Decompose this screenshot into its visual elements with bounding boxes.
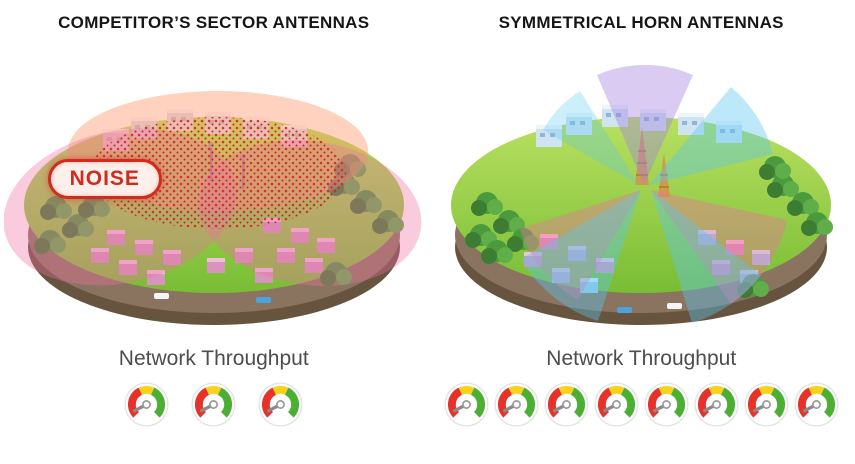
vehicle-icons — [617, 303, 683, 313]
throughput-gauge-icon — [644, 382, 689, 427]
throughput-label-symmetrical: Network Throughput — [546, 347, 737, 370]
throughput-gauge-icon — [794, 382, 839, 427]
panel-symmetrical: SYMMETRICAL HORN ANTENNAS — [428, 0, 855, 464]
throughput-gauge-icon — [258, 382, 303, 427]
island-illustration-symmetrical — [451, 64, 834, 325]
throughput-gauge-icon — [694, 382, 739, 427]
beam-purple-up — [597, 64, 694, 185]
vehicle-icons — [153, 293, 271, 303]
interference-noise-dots — [89, 117, 346, 229]
beam-blue-upper-right — [649, 87, 774, 185]
panel-title-symmetrical: SYMMETRICAL HORN ANTENNAS — [498, 13, 784, 32]
beam-pink-lower-left — [520, 190, 642, 300]
beam-blue-lower-right — [651, 190, 762, 323]
panel-title-competitor: COMPETITOR’S SECTOR ANTENNAS — [58, 13, 370, 32]
throughput-gauge-icon — [494, 382, 539, 427]
beam-pink-lower-right — [651, 190, 788, 304]
throughput-label-competitor: Network Throughput — [118, 347, 309, 370]
throughput-gauge-icon — [191, 382, 236, 427]
throughput-gauge-icon — [744, 382, 789, 427]
gauge-row-symmetrical — [444, 382, 839, 427]
horn-antenna-towers — [635, 127, 671, 197]
island-competitor: NOISE — [3, 35, 424, 335]
gauge-row-competitor — [124, 382, 303, 427]
panel-competitor: COMPETITOR’S SECTOR ANTENNAS — [3, 13, 424, 427]
beam-blue-upper-left — [543, 91, 640, 185]
throughput-gauge-icon — [544, 382, 589, 427]
noise-badge: NOISE — [47, 159, 162, 199]
beam-blue-lower-left — [521, 190, 642, 321]
island-base — [451, 117, 832, 325]
throughput-gauge-icon — [594, 382, 639, 427]
throughput-gauge-icon — [444, 382, 489, 427]
noise-label: NOISE — [69, 167, 140, 190]
island-symmetrical — [431, 35, 851, 335]
horn-beam-overlays — [520, 64, 788, 323]
throughput-gauge-icon — [124, 382, 169, 427]
